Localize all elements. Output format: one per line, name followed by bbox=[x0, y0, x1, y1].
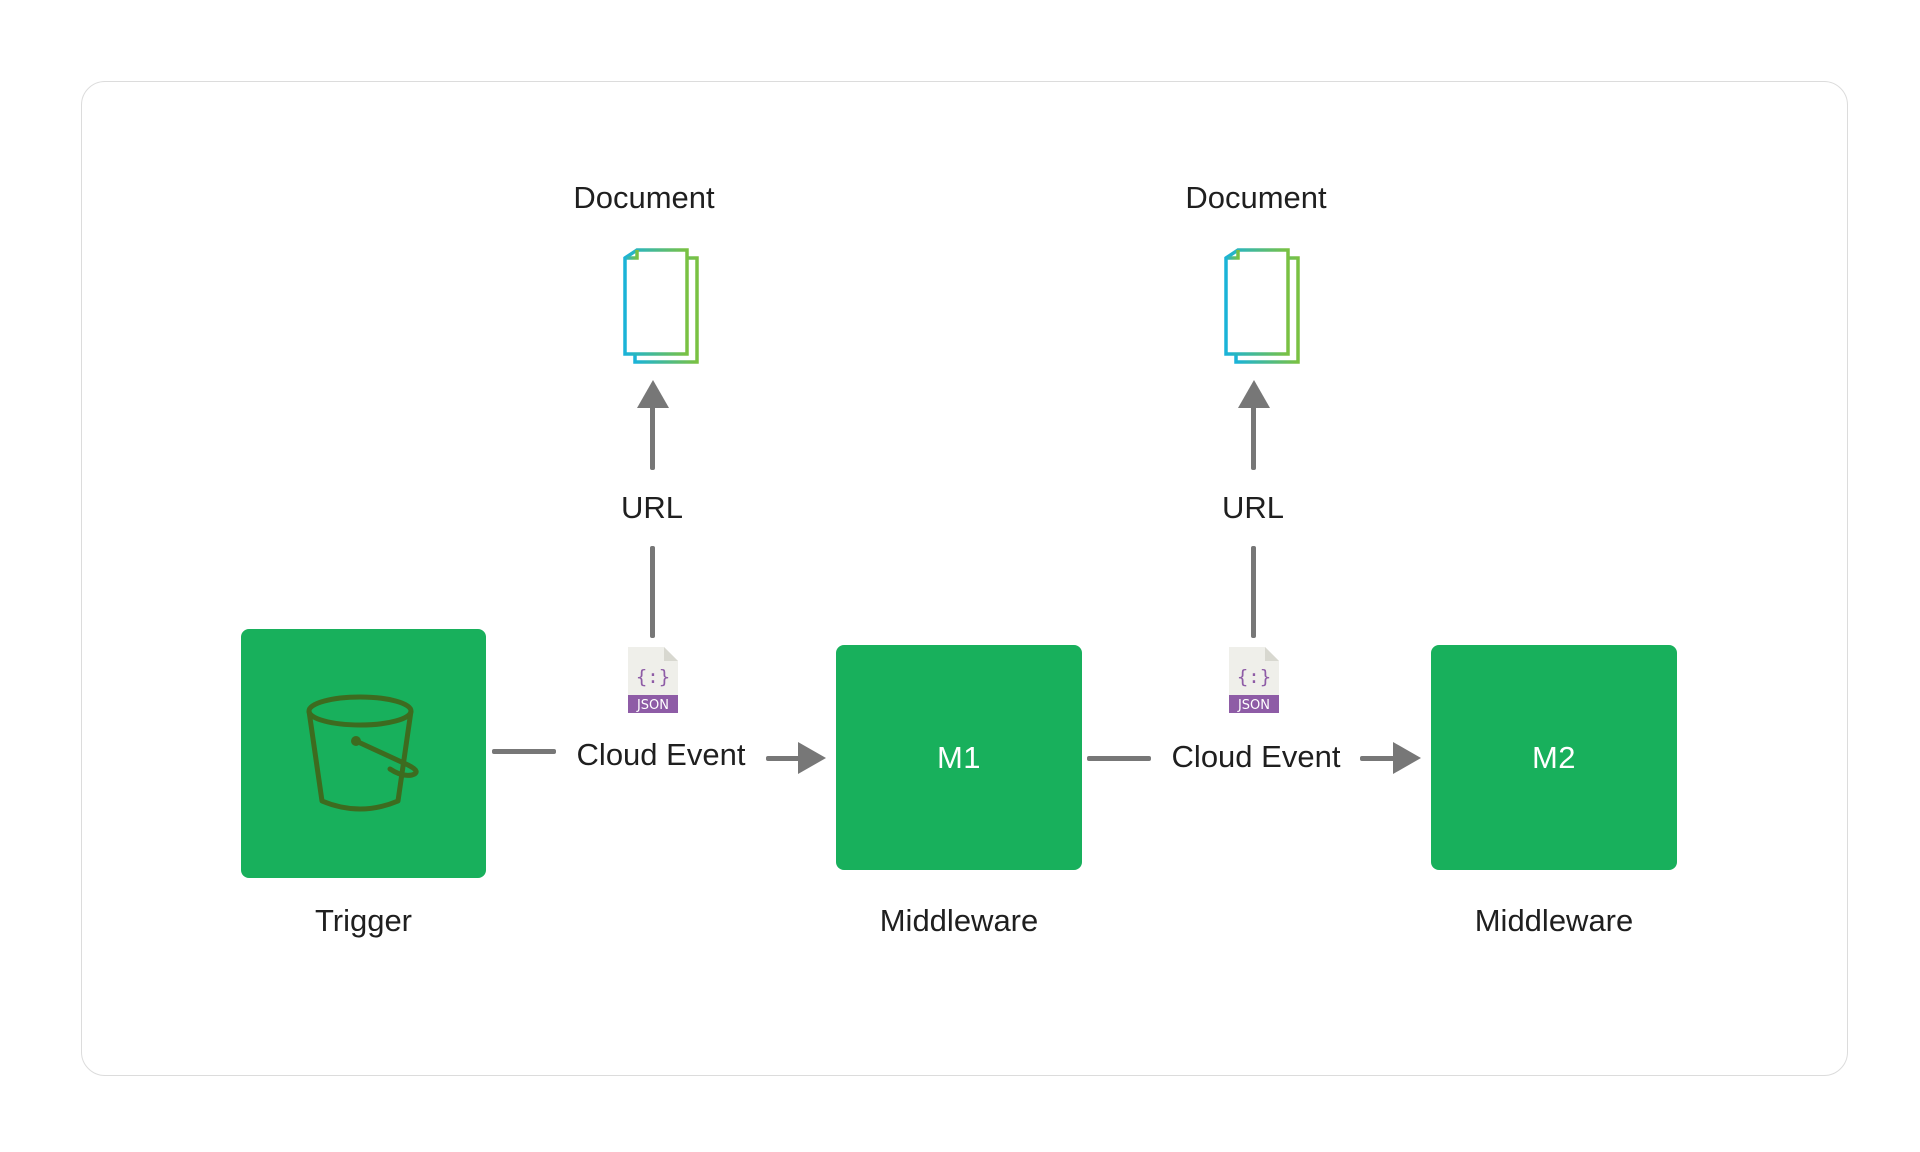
event1-label: Cloud Event bbox=[576, 737, 746, 772]
upload-left-line-lower bbox=[650, 546, 655, 638]
document-icon bbox=[1224, 248, 1300, 364]
event1-line-left bbox=[492, 749, 556, 754]
upload-right-url-label: URL bbox=[1221, 490, 1284, 525]
json-file-icon: {:} JSON bbox=[628, 647, 678, 713]
trigger-node[interactable] bbox=[241, 629, 486, 878]
svg-text:{:}: {:} bbox=[636, 666, 670, 688]
document-icon bbox=[623, 248, 699, 364]
m1-caption: Middleware bbox=[879, 903, 1039, 938]
json-badge-text: JSON bbox=[1237, 698, 1270, 713]
upload-left-arrowhead bbox=[637, 380, 669, 408]
diagram-frame bbox=[81, 81, 1848, 1076]
m2-label: M2 bbox=[1531, 739, 1577, 775]
upload-left-document-label: Document bbox=[573, 180, 715, 215]
event2-line-left bbox=[1087, 756, 1151, 761]
event1-line-right bbox=[766, 756, 808, 761]
upload-left-line-upper bbox=[650, 405, 655, 470]
upload-right-line-upper bbox=[1251, 405, 1256, 470]
json-badge-text: JSON bbox=[636, 698, 669, 713]
m2-caption: Middleware bbox=[1474, 903, 1634, 938]
upload-right-arrowhead bbox=[1238, 380, 1270, 408]
trigger-caption: Trigger bbox=[314, 903, 413, 938]
json-file-icon: {:} JSON bbox=[1229, 647, 1279, 713]
event2-arrowhead bbox=[1393, 742, 1421, 774]
svg-text:{:}: {:} bbox=[1237, 666, 1271, 688]
event1-arrowhead bbox=[798, 742, 826, 774]
upload-right-line-lower bbox=[1251, 546, 1256, 638]
m1-label: M1 bbox=[936, 739, 982, 775]
upload-right-document-label: Document bbox=[1185, 180, 1327, 215]
middleware-m1-node[interactable]: M1 bbox=[836, 645, 1082, 870]
middleware-m2-node[interactable]: M2 bbox=[1431, 645, 1677, 870]
bucket-icon bbox=[306, 694, 419, 811]
upload-left-url-label: URL bbox=[620, 490, 683, 525]
event2-line-right bbox=[1360, 756, 1402, 761]
event2-label: Cloud Event bbox=[1171, 739, 1341, 774]
